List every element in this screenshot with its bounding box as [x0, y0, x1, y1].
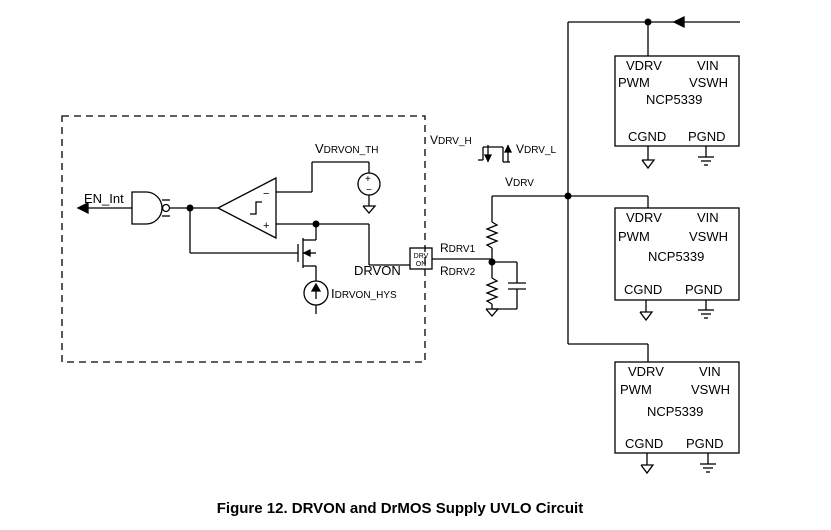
chip-2-pgnd: PGND — [685, 282, 723, 297]
vdrv-l-label: VDRV_L — [516, 142, 557, 156]
comparator — [216, 176, 277, 240]
vin-input-arrow — [672, 15, 685, 29]
controller-boundary — [61, 115, 426, 363]
chip-2-vdrv: VDRV — [626, 210, 662, 225]
rdrv1-label: RDRV1 — [440, 241, 476, 255]
idrvon-hys-label: IDRVON_HYS — [331, 286, 397, 301]
chip-3-vin: VIN — [699, 364, 721, 379]
vdrv-h-label: VDRV_H — [430, 133, 472, 147]
chip-3-name: NCP5339 — [647, 404, 703, 419]
rdrv1-resistor — [485, 221, 499, 249]
chip-1-cgnd: CGND — [628, 129, 666, 144]
comparator-minus-label: − — [263, 188, 269, 200]
figure-caption: Figure 12. DRVON and DrMOS Supply UVLO C… — [216, 500, 584, 517]
junction-dot — [564, 192, 572, 200]
chip-2-vin: VIN — [697, 210, 719, 225]
ground-symbol-divider — [485, 308, 500, 317]
vdrvon-th-label: VDRVON_TH — [315, 141, 379, 156]
rdrv2-label: RDRV2 — [440, 264, 476, 278]
en-int-label: EN_Int — [84, 191, 124, 206]
src-minus-label: − — [366, 185, 372, 196]
drvon-box-label-1: DRV — [414, 253, 429, 260]
vdrv-label: VDRV — [505, 175, 534, 189]
drvon-box-label-2: ON — [416, 261, 427, 268]
chip-2-name: NCP5339 — [648, 249, 704, 264]
chip-1-pgnd: PGND — [688, 129, 726, 144]
junction-dot — [312, 220, 320, 228]
chip-3-pwm: PWM — [620, 382, 652, 397]
ground-symbol-th — [362, 205, 377, 214]
chip-2-pwm: PWM — [618, 229, 650, 244]
chip-1-vswh: VSWH — [689, 75, 728, 90]
comparator-plus-label: + — [263, 220, 269, 232]
ncp5339-chip-3 — [614, 361, 740, 454]
src-plus-label: + — [365, 174, 371, 185]
circuit-diagram: EN_Int − + + − VDRVON_TH IDRVON_HYS DRVO… — [61, 15, 740, 475]
junction-dot — [186, 204, 194, 212]
chip-3-cgnd: CGND — [625, 436, 663, 451]
drvon-label: DRVON — [354, 263, 401, 278]
chip-1-vin: VIN — [697, 58, 719, 73]
rdrv2-resistor — [485, 277, 499, 305]
chip-2-cgnd: CGND — [624, 282, 662, 297]
chip-1-pwm: PWM — [618, 75, 650, 90]
chip-3-vdrv: VDRV — [628, 364, 664, 379]
ncp5339-chip-1 — [614, 55, 740, 147]
chip-1-name: NCP5339 — [646, 92, 702, 107]
ncp5339-chip-2 — [614, 207, 740, 301]
chip-3-pgnd: PGND — [686, 436, 724, 451]
chip-3-vswh: VSWH — [691, 382, 730, 397]
en-int-arrowhead — [76, 201, 89, 215]
and-gate — [131, 191, 163, 225]
junction-dot — [644, 18, 652, 26]
and-inversion-bubble — [161, 203, 171, 213]
mosfet-arrow — [302, 248, 311, 258]
chip-1-vdrv: VDRV — [626, 58, 662, 73]
hysteresis-symbol — [250, 201, 262, 215]
junction-dot — [488, 258, 496, 266]
chip-2-vswh: VSWH — [689, 229, 728, 244]
